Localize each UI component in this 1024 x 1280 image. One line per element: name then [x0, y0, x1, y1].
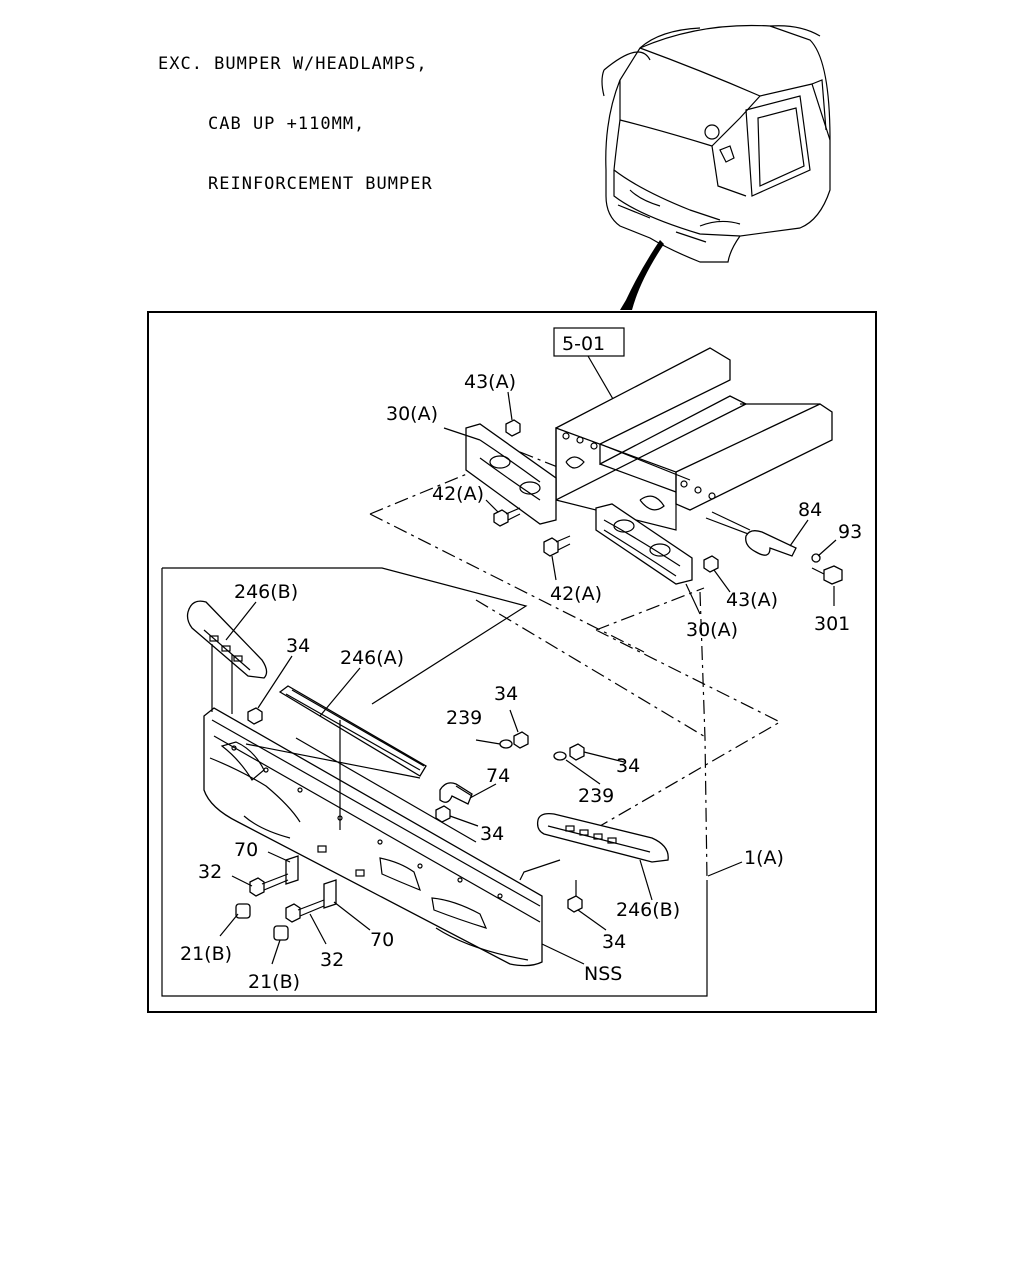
- cushion-21b-a: [235, 903, 251, 919]
- header-line-1: EXC. BUMPER W/HEADLAMPS,: [158, 54, 428, 74]
- plate-70-b: [323, 879, 337, 909]
- nut-34-c: [569, 743, 585, 761]
- callout-pointer: [620, 240, 664, 310]
- label-1a: 1(A): [744, 847, 784, 869]
- label-32-a: 32: [198, 861, 222, 883]
- label-70-b: 70: [370, 929, 394, 951]
- label-93: 93: [838, 521, 862, 543]
- bolt-42a-lower: [543, 535, 571, 557]
- nut-34-d: [435, 805, 451, 823]
- plate-70-a: [285, 855, 299, 885]
- label-34-d: 34: [480, 823, 504, 845]
- label-21b-a: 21(B): [180, 943, 232, 965]
- label-239-b: 239: [578, 785, 614, 807]
- clamp-74: [439, 782, 473, 805]
- label-84: 84: [798, 499, 822, 521]
- bolt-32-b: [285, 899, 325, 923]
- label-34-b: 34: [494, 683, 518, 705]
- header-line-3: REINFORCEMENT BUMPER: [208, 174, 433, 194]
- label-43a-lower: 43(A): [726, 589, 778, 611]
- label-246a: 246(A): [340, 647, 404, 669]
- label-30a-upper: 30(A): [386, 403, 438, 425]
- bracket-upper: [465, 423, 557, 525]
- label-301: 301: [814, 613, 850, 635]
- nut-34-a: [247, 707, 263, 725]
- bracket-lower: [595, 503, 693, 585]
- label-246b-lower: 246(B): [616, 899, 680, 921]
- header-line-2: CAB UP +110MM,: [208, 114, 366, 134]
- label-32-b: 32: [320, 949, 344, 971]
- label-42a-lower: 42(A): [550, 583, 602, 605]
- tow-hook-84: [711, 511, 797, 557]
- bolt-32-a: [249, 873, 289, 897]
- ref-box-label: 5-01: [562, 333, 605, 355]
- label-34-a: 34: [286, 635, 310, 657]
- bolt-301: [811, 565, 843, 585]
- header-note: EXC. BUMPER W/HEADLAMPS, CAB UP +110MM, …: [158, 14, 433, 214]
- washer-239-a: [499, 739, 513, 749]
- label-70-a: 70: [234, 839, 258, 861]
- bumper-body: [203, 707, 543, 967]
- label-21b-b: 21(B): [248, 971, 300, 993]
- label-246b-upper: 246(B): [234, 581, 298, 603]
- bumper-assembly-frame: [161, 567, 708, 997]
- washer-239-b: [553, 751, 567, 761]
- ref-box: [553, 327, 625, 357]
- bolt-42a-upper: [493, 507, 521, 527]
- cushion-21b-b: [273, 925, 289, 941]
- nut-34-e: [567, 895, 583, 913]
- label-nss: NSS: [584, 963, 622, 985]
- label-42a-upper: 42(A): [432, 483, 484, 505]
- nut-43a-upper: [505, 419, 521, 437]
- outer-frame: [147, 311, 877, 1013]
- truck-cab-illustration: [601, 24, 831, 263]
- nut-34-b: [513, 731, 529, 749]
- label-74: 74: [486, 765, 510, 787]
- nut-43a-lower: [703, 555, 719, 573]
- chassis-frame: [555, 347, 833, 547]
- grille-246a: [278, 685, 427, 777]
- label-34-c: 34: [616, 755, 640, 777]
- label-43a-upper: 43(A): [464, 371, 516, 393]
- leader-lines: [443, 391, 837, 615]
- bumper-leader-lines: [211, 601, 743, 965]
- label-239-a: 239: [446, 707, 482, 729]
- label-34-e: 34: [602, 931, 626, 953]
- label-30a-lower: 30(A): [686, 619, 738, 641]
- end-cap-246b-right: [536, 812, 669, 863]
